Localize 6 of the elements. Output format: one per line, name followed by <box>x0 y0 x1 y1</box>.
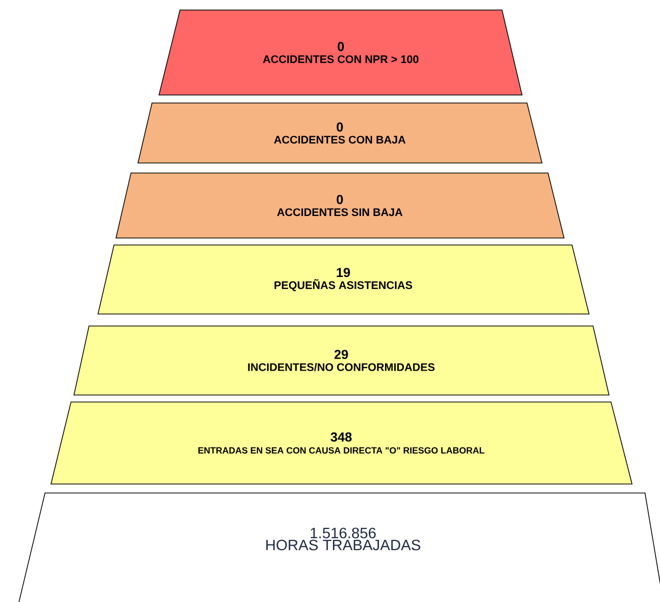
pyramid-level: 0 ACCIDENTES SIN BAJA <box>116 172 565 238</box>
pyramid-level: 19 PEQUEÑAS ASISTENCIAS <box>98 244 590 314</box>
pyramid-level: 348 ENTRADAS EN SEA CON CAUSA DIRECTA "O" RIESGO LABORAL <box>50 402 633 484</box>
pyramid-level: 0 ACCIDENTES CON BAJA <box>138 102 543 164</box>
pyramid-level: 29 INCIDENTES/NO CONFORMIDADES <box>74 326 610 396</box>
pyramid-level: 1.516.856 HORAS TRABAJADAS <box>18 492 660 602</box>
